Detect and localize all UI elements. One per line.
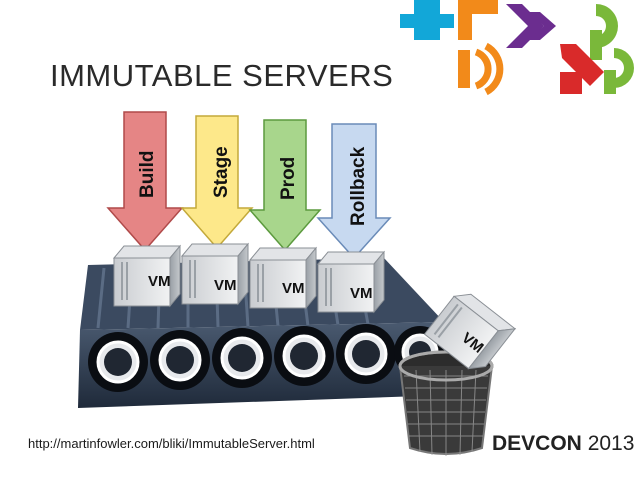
brand-name: DEVCON [492, 432, 582, 455]
chevron-logo-tile [506, 4, 556, 48]
vm-label: VM [214, 277, 237, 294]
rollback-arrow: Rollback [318, 124, 390, 258]
build-arrow: Build [108, 112, 182, 250]
stage-arrow-label: Stage [211, 146, 232, 198]
prod-arrow-label: Prod [278, 157, 299, 200]
vm-server: VM [250, 248, 316, 308]
devcon-logo-mosaic [400, 0, 634, 94]
brand-year: 2013 [588, 432, 635, 455]
plus-logo-tile [400, 0, 454, 40]
vm-label: VM [350, 285, 373, 302]
prod-arrow: Prod [250, 120, 320, 250]
link-logo-tile [604, 48, 634, 94]
vm-server: VM [318, 252, 384, 312]
hook-logo-tile [590, 4, 618, 60]
rollback-arrow-label: Rollback [348, 146, 369, 226]
vm-server: VM [114, 246, 180, 306]
orange-logo-tile [458, 0, 498, 40]
slide-title: IMMUTABLE SERVERS [50, 58, 393, 94]
source-url: http://martinfowler.com/bliki/ImmutableS… [28, 436, 315, 451]
vm-label: VM [282, 280, 305, 297]
devcon-brand: DEVCON 2013 [492, 432, 634, 456]
vm-label: VM [148, 273, 171, 290]
build-arrow-label: Build [137, 151, 158, 199]
stage-arrow: Stage [182, 116, 252, 248]
wave-logo-tile [458, 46, 500, 92]
vm-server: VM [182, 244, 248, 304]
stage-arrows: Build Stage Prod Rollback [108, 112, 390, 258]
